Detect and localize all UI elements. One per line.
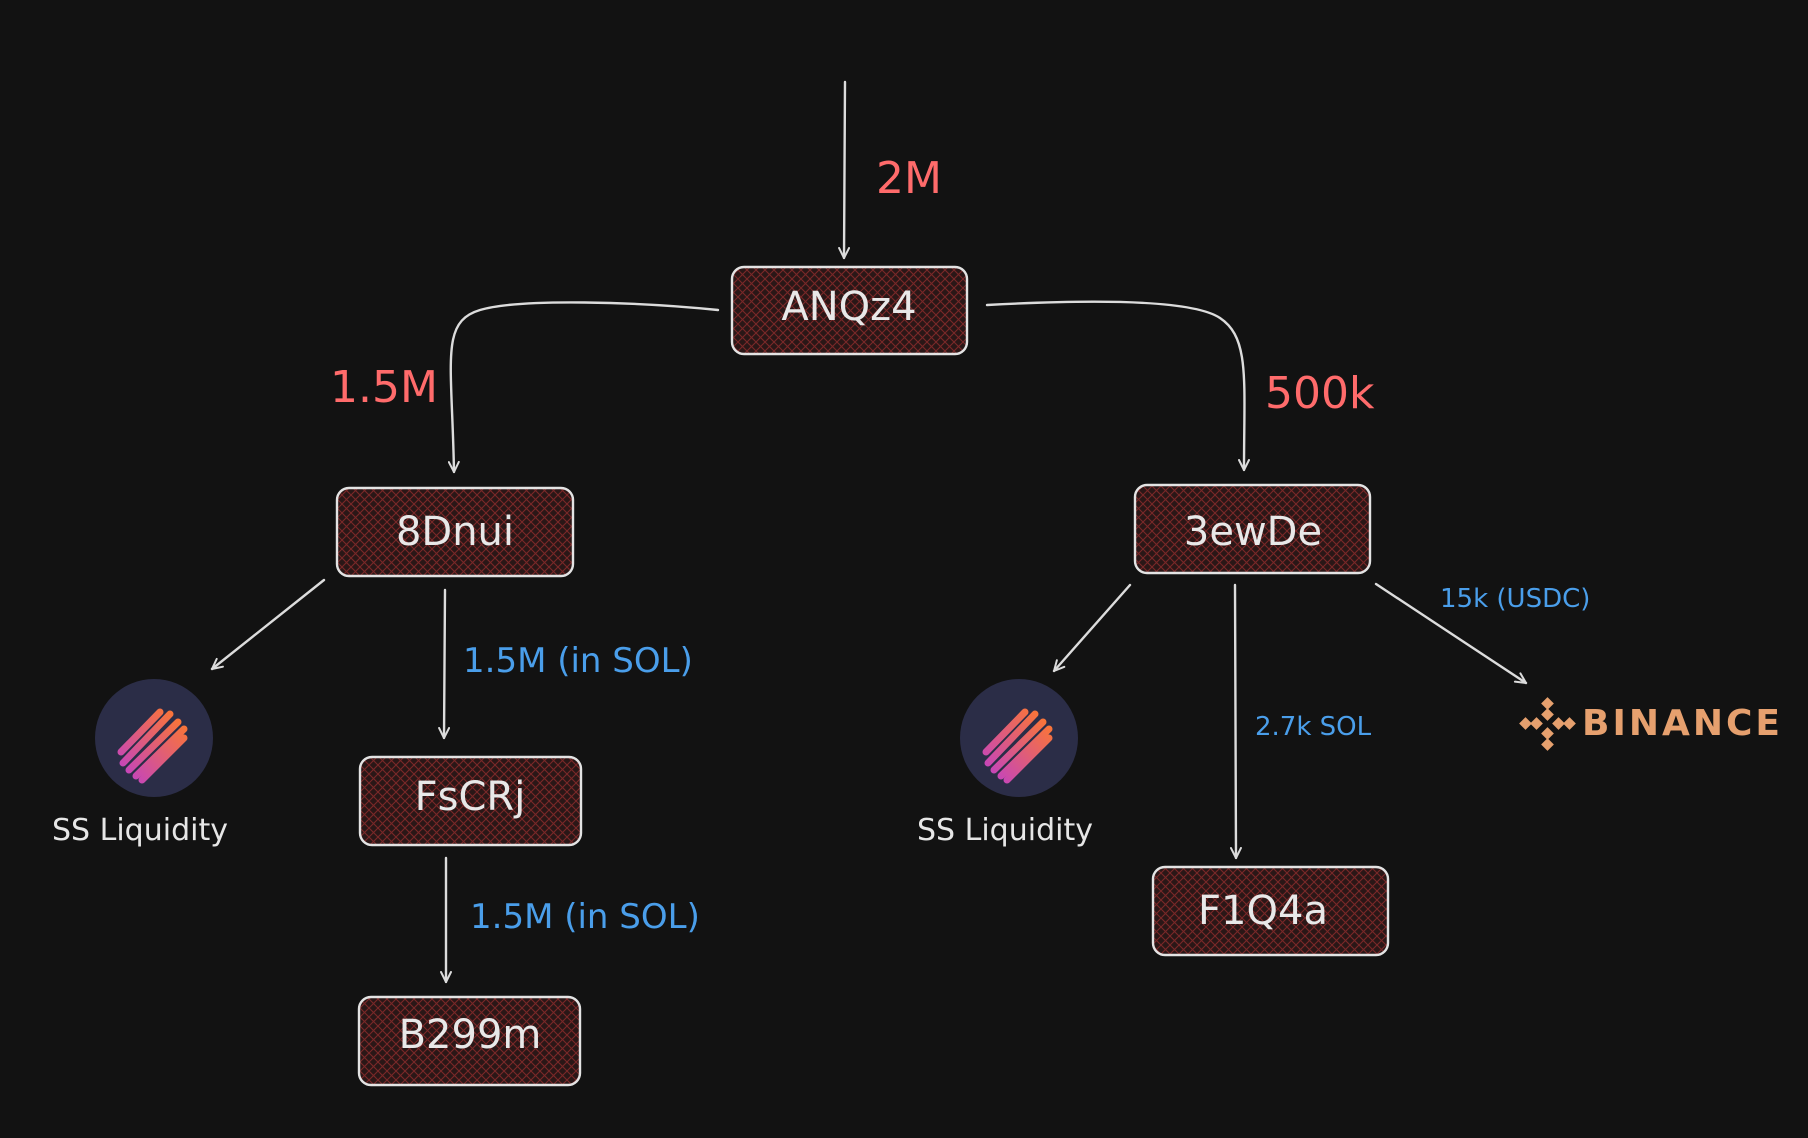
edge-right-to-liquidity [1052, 583, 1132, 673]
edge-incoming [838, 80, 851, 260]
node-right-label: 3ewDe [1184, 509, 1322, 555]
node-root: ANQz4 [730, 265, 969, 356]
root-to-left-amount-label: 1.5M [330, 362, 438, 413]
liquidity-right: SS Liquidity [917, 679, 1093, 848]
edge-right-to-child [1229, 583, 1242, 860]
liquidity-logo-icon [960, 679, 1078, 797]
left-to-child-amount-label: 1.5M (in SOL) [463, 641, 693, 681]
root-to-right-amount-label: 500k [1265, 368, 1375, 419]
liquidity-right-label: SS Liquidity [917, 813, 1093, 848]
edge-right-to-binance [1374, 582, 1528, 685]
node-left-child: FsCRj [358, 755, 583, 847]
edge-root-to-left [447, 301, 720, 474]
node-right: 3ewDe [1133, 483, 1372, 575]
liquidity-left: SS Liquidity [52, 679, 228, 848]
binance-logo-icon [1519, 697, 1576, 751]
edge-left-to-liquidity [210, 578, 326, 671]
node-left-grandchild-label: B299m [399, 1012, 542, 1058]
binance-destination: BINANCE [1519, 697, 1783, 751]
liquidity-left-label: SS Liquidity [52, 813, 228, 848]
node-left-label: 8Dnui [396, 509, 514, 555]
node-left: 8Dnui [335, 486, 575, 578]
right-to-child-amount-label: 2.7k SOL [1255, 712, 1372, 742]
incoming-amount-label: 2M [876, 153, 942, 204]
edge-left-to-child [438, 588, 451, 740]
edge-root-to-right [985, 300, 1251, 472]
binance-wordmark: BINANCE [1582, 703, 1783, 744]
node-right-child: F1Q4a [1151, 865, 1390, 957]
child-to-grandchild-amount-label: 1.5M (in SOL) [470, 897, 700, 937]
node-left-child-label: FsCRj [415, 774, 526, 820]
node-right-child-label: F1Q4a [1198, 888, 1328, 934]
liquidity-logo-icon [95, 679, 213, 797]
node-left-grandchild: B299m [357, 995, 582, 1087]
right-to-binance-amount-label: 15k (USDC) [1440, 584, 1590, 614]
node-root-label: ANQz4 [781, 284, 916, 330]
